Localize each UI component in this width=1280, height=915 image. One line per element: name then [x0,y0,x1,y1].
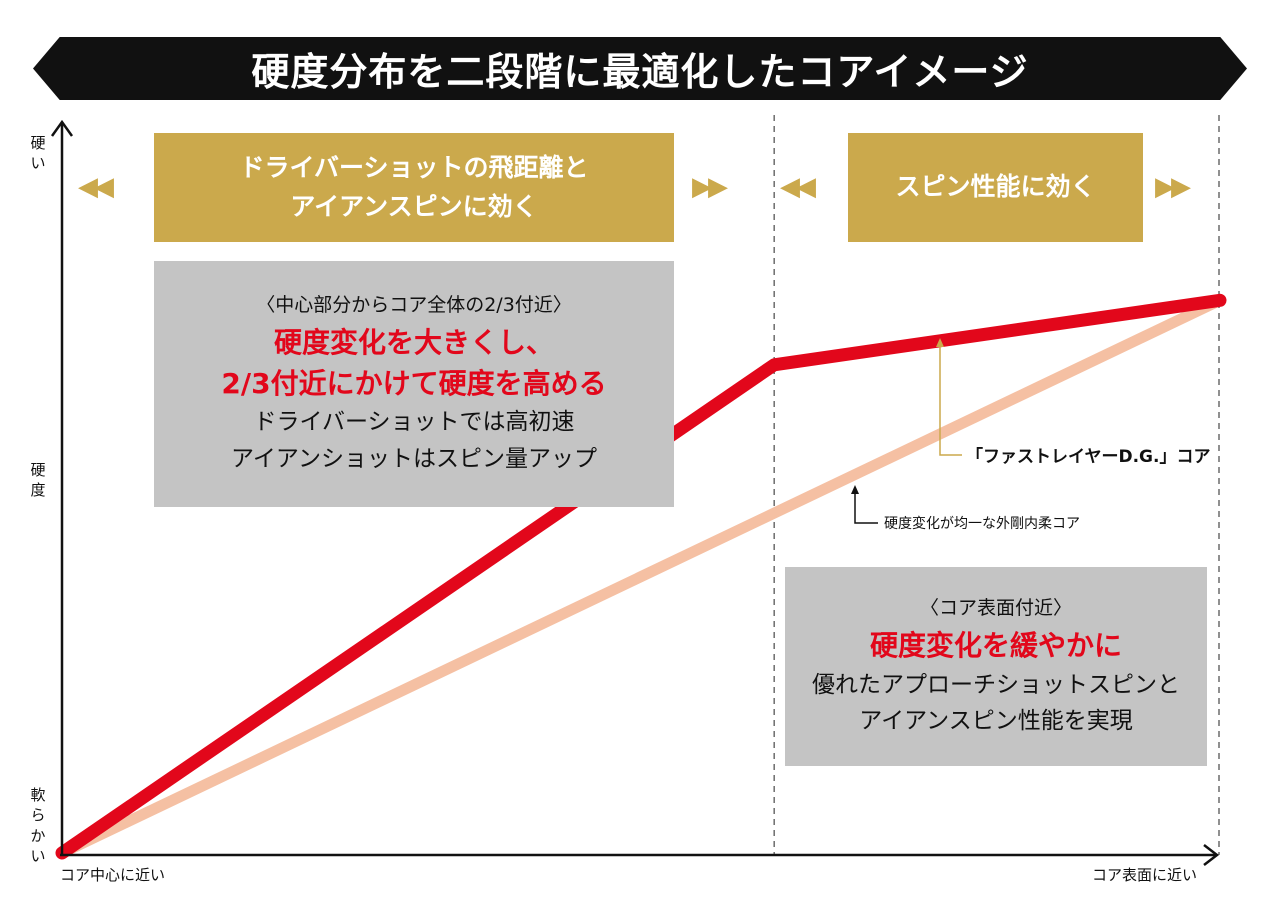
fastlayer-leader-line [939,345,962,456]
fastlayer-leader-arrow-icon [936,338,944,347]
x-axis-arrow-icon [1203,844,1220,866]
zone1-body-1: ドライバーショットでは高初速 [253,409,575,436]
legend-uniform: 硬度変化が均一な外剛内柔コア [884,516,1080,532]
left-arrows-icon: ◀◀ [780,172,816,202]
legend-fastlayer: 「ファストレイヤーD.G.」コア [966,447,1211,467]
zone2-highlight: 硬度変化を緩やかに [869,628,1122,662]
zone2-sub: 〈コア表面付近〉 [919,596,1072,619]
y-axis-arrow-icon [50,119,74,137]
zone2-header: スピン性能に効く [848,133,1143,242]
y-label-hardness: 硬度 [30,461,46,500]
zone1-highlight-1: 硬度変化を大きくし、 [273,326,554,360]
zone2-body-2: アイアンスピン性能を実現 [859,708,1133,735]
right-arrows-icon: ▶▶ [1155,172,1191,202]
x-label-surface: コア表面に近い [1092,866,1198,884]
zone1-description: 〈中心部分からコア全体の2/3付近〉 硬度変化を大きくし、 2/3付近にかけて硬… [154,261,674,507]
zone2-body-1: 優れたアプローチショットスピンと [812,671,1180,698]
page-title: 硬度分布を二段階に最適化したコアイメージ [251,50,1029,94]
zone1-sub: 〈中心部分からコア全体の2/3付近〉 [256,294,572,317]
zone2-header-text: スピン性能に効く [895,172,1096,202]
left-arrows-icon: ◀◀ [78,172,114,202]
right-arrows-icon: ▶▶ [692,172,728,202]
zone1-header: ドライバーショットの飛距離とアイアンスピンに効く [154,133,674,242]
series-line-uniform [56,294,1226,859]
zone1-header-line2: アイアンスピンに効く [290,191,538,221]
zone1-body-2: アイアンショットはスピン量アップ [231,446,597,473]
y-label-hard: 硬い [30,134,46,173]
title-banner: 硬度分布を二段階に最適化したコアイメージ [33,37,1247,100]
y-label-soft: 軟らかい [30,786,46,865]
uniform-leader-line [854,490,878,524]
uniform-leader-arrow-icon [851,485,859,494]
zone2-description: 〈コア表面付近〉 硬度変化を緩やかに 優れたアプローチショットスピンと アイアン… [785,567,1207,766]
series-line-fastlayer [55,293,1227,860]
zone1-header-line1: ドライバーショットの飛距離と [239,152,589,182]
x-label-center: コア中心に近い [60,866,166,884]
zone1-highlight-2: 2/3付近にかけて硬度を高める [221,366,607,400]
